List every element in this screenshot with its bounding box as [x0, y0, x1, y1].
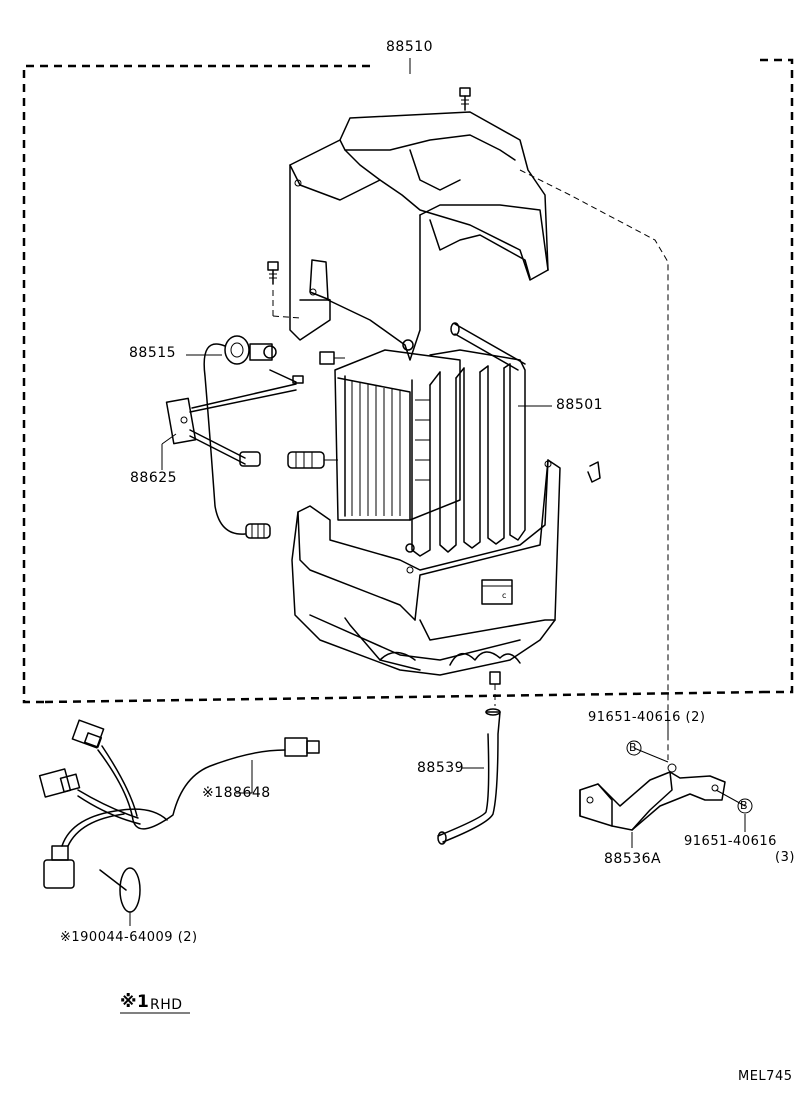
clamp-part-number: ※190044-64009 (2) [60, 930, 198, 945]
clip-icon [587, 461, 601, 483]
outlet-fitting [287, 451, 338, 469]
drain-hose [437, 671, 501, 845]
drain-hose-part-number: 88539 [417, 760, 465, 776]
screw-icon [267, 261, 301, 319]
bolt-callout-2 [737, 798, 753, 814]
evaporator-part-number: 88501 [556, 397, 604, 413]
diagram-code: MEL745 [738, 1069, 793, 1084]
assembly-boundary [22, 58, 794, 704]
wire-harness [38, 719, 320, 913]
svg-text:c: c [502, 591, 506, 600]
bolt-callout-label-2: B [740, 799, 749, 812]
thermistor [165, 383, 297, 467]
upper-case [289, 111, 549, 361]
thermistor-part-number: 88625 [130, 470, 178, 486]
guide-line [519, 169, 669, 760]
expansion-valve [203, 335, 304, 539]
lower-case: c [291, 459, 561, 676]
legend-mark: ※1 [120, 992, 150, 1012]
bolt-callout-label-1: B [629, 741, 638, 754]
expansion-valve-part-number: 88515 [129, 345, 177, 361]
wire-harness-part-number: ※188648 [202, 785, 271, 801]
screw-icon [459, 87, 471, 111]
bolt-part-number-2: 91651-40616 [684, 834, 777, 849]
assembly-part-number: 88510 [386, 39, 434, 55]
bracket-part-number: 88536A [604, 851, 662, 867]
inlet-fitting [319, 351, 345, 365]
bolt-part-number-1: 91651-40616 (2) [588, 710, 706, 725]
bracket [579, 747, 746, 848]
evaporator-core [334, 322, 526, 557]
legend-text: RHD [150, 997, 183, 1013]
bolt-quantity-2: (3) [775, 850, 795, 865]
leader-lines [129, 354, 746, 926]
bolt-callout-1 [626, 740, 642, 756]
